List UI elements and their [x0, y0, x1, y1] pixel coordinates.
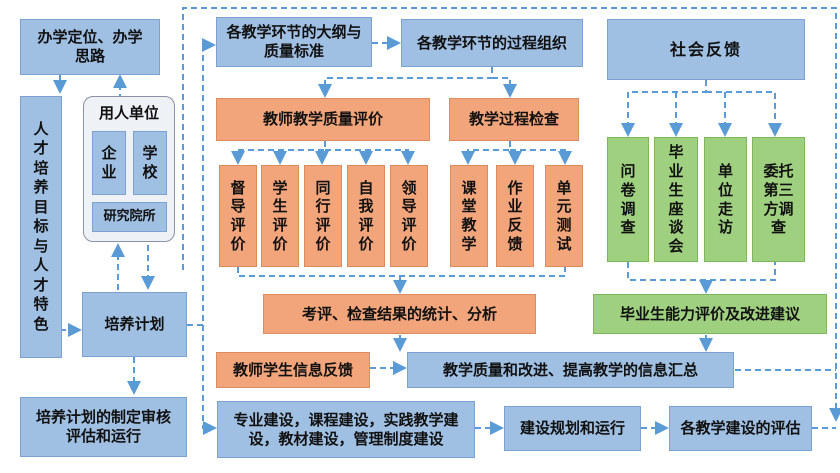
teacher-eval-box: 教师教学质量评价	[216, 98, 430, 141]
stats-analysis-label: 考评、检查结果的统计、分析	[301, 304, 497, 323]
leader-eval-box: 领导评价	[390, 165, 428, 267]
construction-label: 专业建设，课程建设，实践教学建设，教材建设，管理制度建设	[233, 410, 459, 448]
graduate-forum-label: 毕业生座谈会	[668, 143, 684, 255]
homework-feedback-box: 作业反馈	[496, 165, 534, 267]
teacher-eval-label: 教师教学质量评价	[262, 110, 383, 129]
syllabus-box: 各教学环节的大纲与质量标准	[216, 17, 372, 67]
peer-eval-box: 同行评价	[304, 165, 342, 267]
construction-box: 专业建设，课程建设，实践教学建设，教材建设，管理制度建设	[217, 401, 475, 458]
talent-goals-label: 人才培养目标与人才特色	[33, 119, 49, 333]
graduate-forum-box: 毕业生座谈会	[654, 137, 698, 262]
employer-title: 用人单位	[83, 102, 175, 124]
peer-eval-label: 同行评价	[315, 178, 331, 253]
unit-test-box: 单元测试	[545, 165, 583, 267]
construction-plan-box: 建设规划和运行	[504, 406, 641, 451]
school-box: 学校	[133, 131, 167, 195]
construction-eval-label: 各教学建设的评估	[680, 419, 801, 438]
info-summary-box: 教学质量和改进、提高教学的信息汇总	[407, 352, 734, 388]
construction-eval-box: 各教学建设的评估	[669, 406, 812, 451]
enterprise-label: 企业	[101, 144, 117, 181]
social-feedback-box: 社会反馈	[607, 19, 805, 80]
info-feedback-box: 教师学生信息反馈	[216, 352, 370, 388]
student-eval-label: 学生评价	[272, 178, 288, 253]
process-org-label: 各教学环节的过程组织	[416, 33, 567, 52]
research-institute-box: 研究院所	[92, 202, 167, 232]
employer-title-label: 用人单位	[98, 103, 159, 122]
supervisor-eval-label: 督导评价	[230, 178, 246, 253]
third-party-survey-label: 委托第三方调查	[763, 162, 794, 237]
process-check-box: 教学过程检查	[449, 98, 579, 141]
graduate-ability-label: 毕业生能力评价及改进建议	[619, 304, 800, 323]
student-eval-box: 学生评价	[261, 165, 299, 267]
employer-visit-box: 单位走访	[704, 137, 747, 262]
construction-plan-label: 建设规划和运行	[519, 419, 625, 438]
research-institute-label: 研究院所	[103, 208, 156, 224]
stats-analysis-box: 考评、检查结果的统计、分析	[263, 294, 536, 334]
self-eval-box: 自我评价	[347, 165, 385, 267]
homework-feedback-label: 作业反馈	[507, 178, 523, 253]
school-label: 学校	[142, 144, 158, 181]
syllabus-label: 各教学环节的大纲与质量标准	[226, 23, 362, 60]
questionnaire-box: 问卷调查	[607, 137, 649, 262]
classroom-teaching-box: 课堂教学	[450, 165, 488, 267]
training-plan-label: 培养计划	[104, 315, 165, 334]
third-party-survey-box: 委托第三方调查	[752, 137, 805, 262]
leader-eval-label: 领导评价	[401, 178, 417, 253]
school-position-box: 办学定位、办学思路	[20, 19, 160, 75]
info-summary-label: 教学质量和改进、提高教学的信息汇总	[442, 360, 698, 379]
school-position-label: 办学定位、办学思路	[37, 28, 143, 65]
supervisor-eval-box: 督导评价	[219, 165, 257, 267]
questionnaire-label: 问卷调查	[620, 162, 636, 237]
info-feedback-label: 教师学生信息反馈	[232, 360, 353, 379]
social-feedback-label: 社会反馈	[669, 39, 742, 59]
enterprise-box: 企业	[92, 131, 126, 195]
self-eval-label: 自我评价	[358, 178, 374, 253]
plan-review-label: 培养计划的制定审核评估和运行	[35, 408, 171, 445]
talent-goals-box: 人才培养目标与人才特色	[20, 96, 62, 358]
graduate-ability-box: 毕业生能力评价及改进建议	[593, 294, 827, 334]
employer-visit-label: 单位走访	[717, 162, 733, 237]
unit-test-label: 单元测试	[556, 178, 572, 253]
training-plan-box: 培养计划	[82, 292, 187, 357]
plan-review-box: 培养计划的制定审核评估和运行	[20, 397, 187, 457]
classroom-teaching-label: 课堂教学	[461, 178, 477, 253]
process-org-box: 各教学环节的过程组织	[401, 19, 583, 67]
process-check-label: 教学过程检查	[468, 110, 559, 129]
